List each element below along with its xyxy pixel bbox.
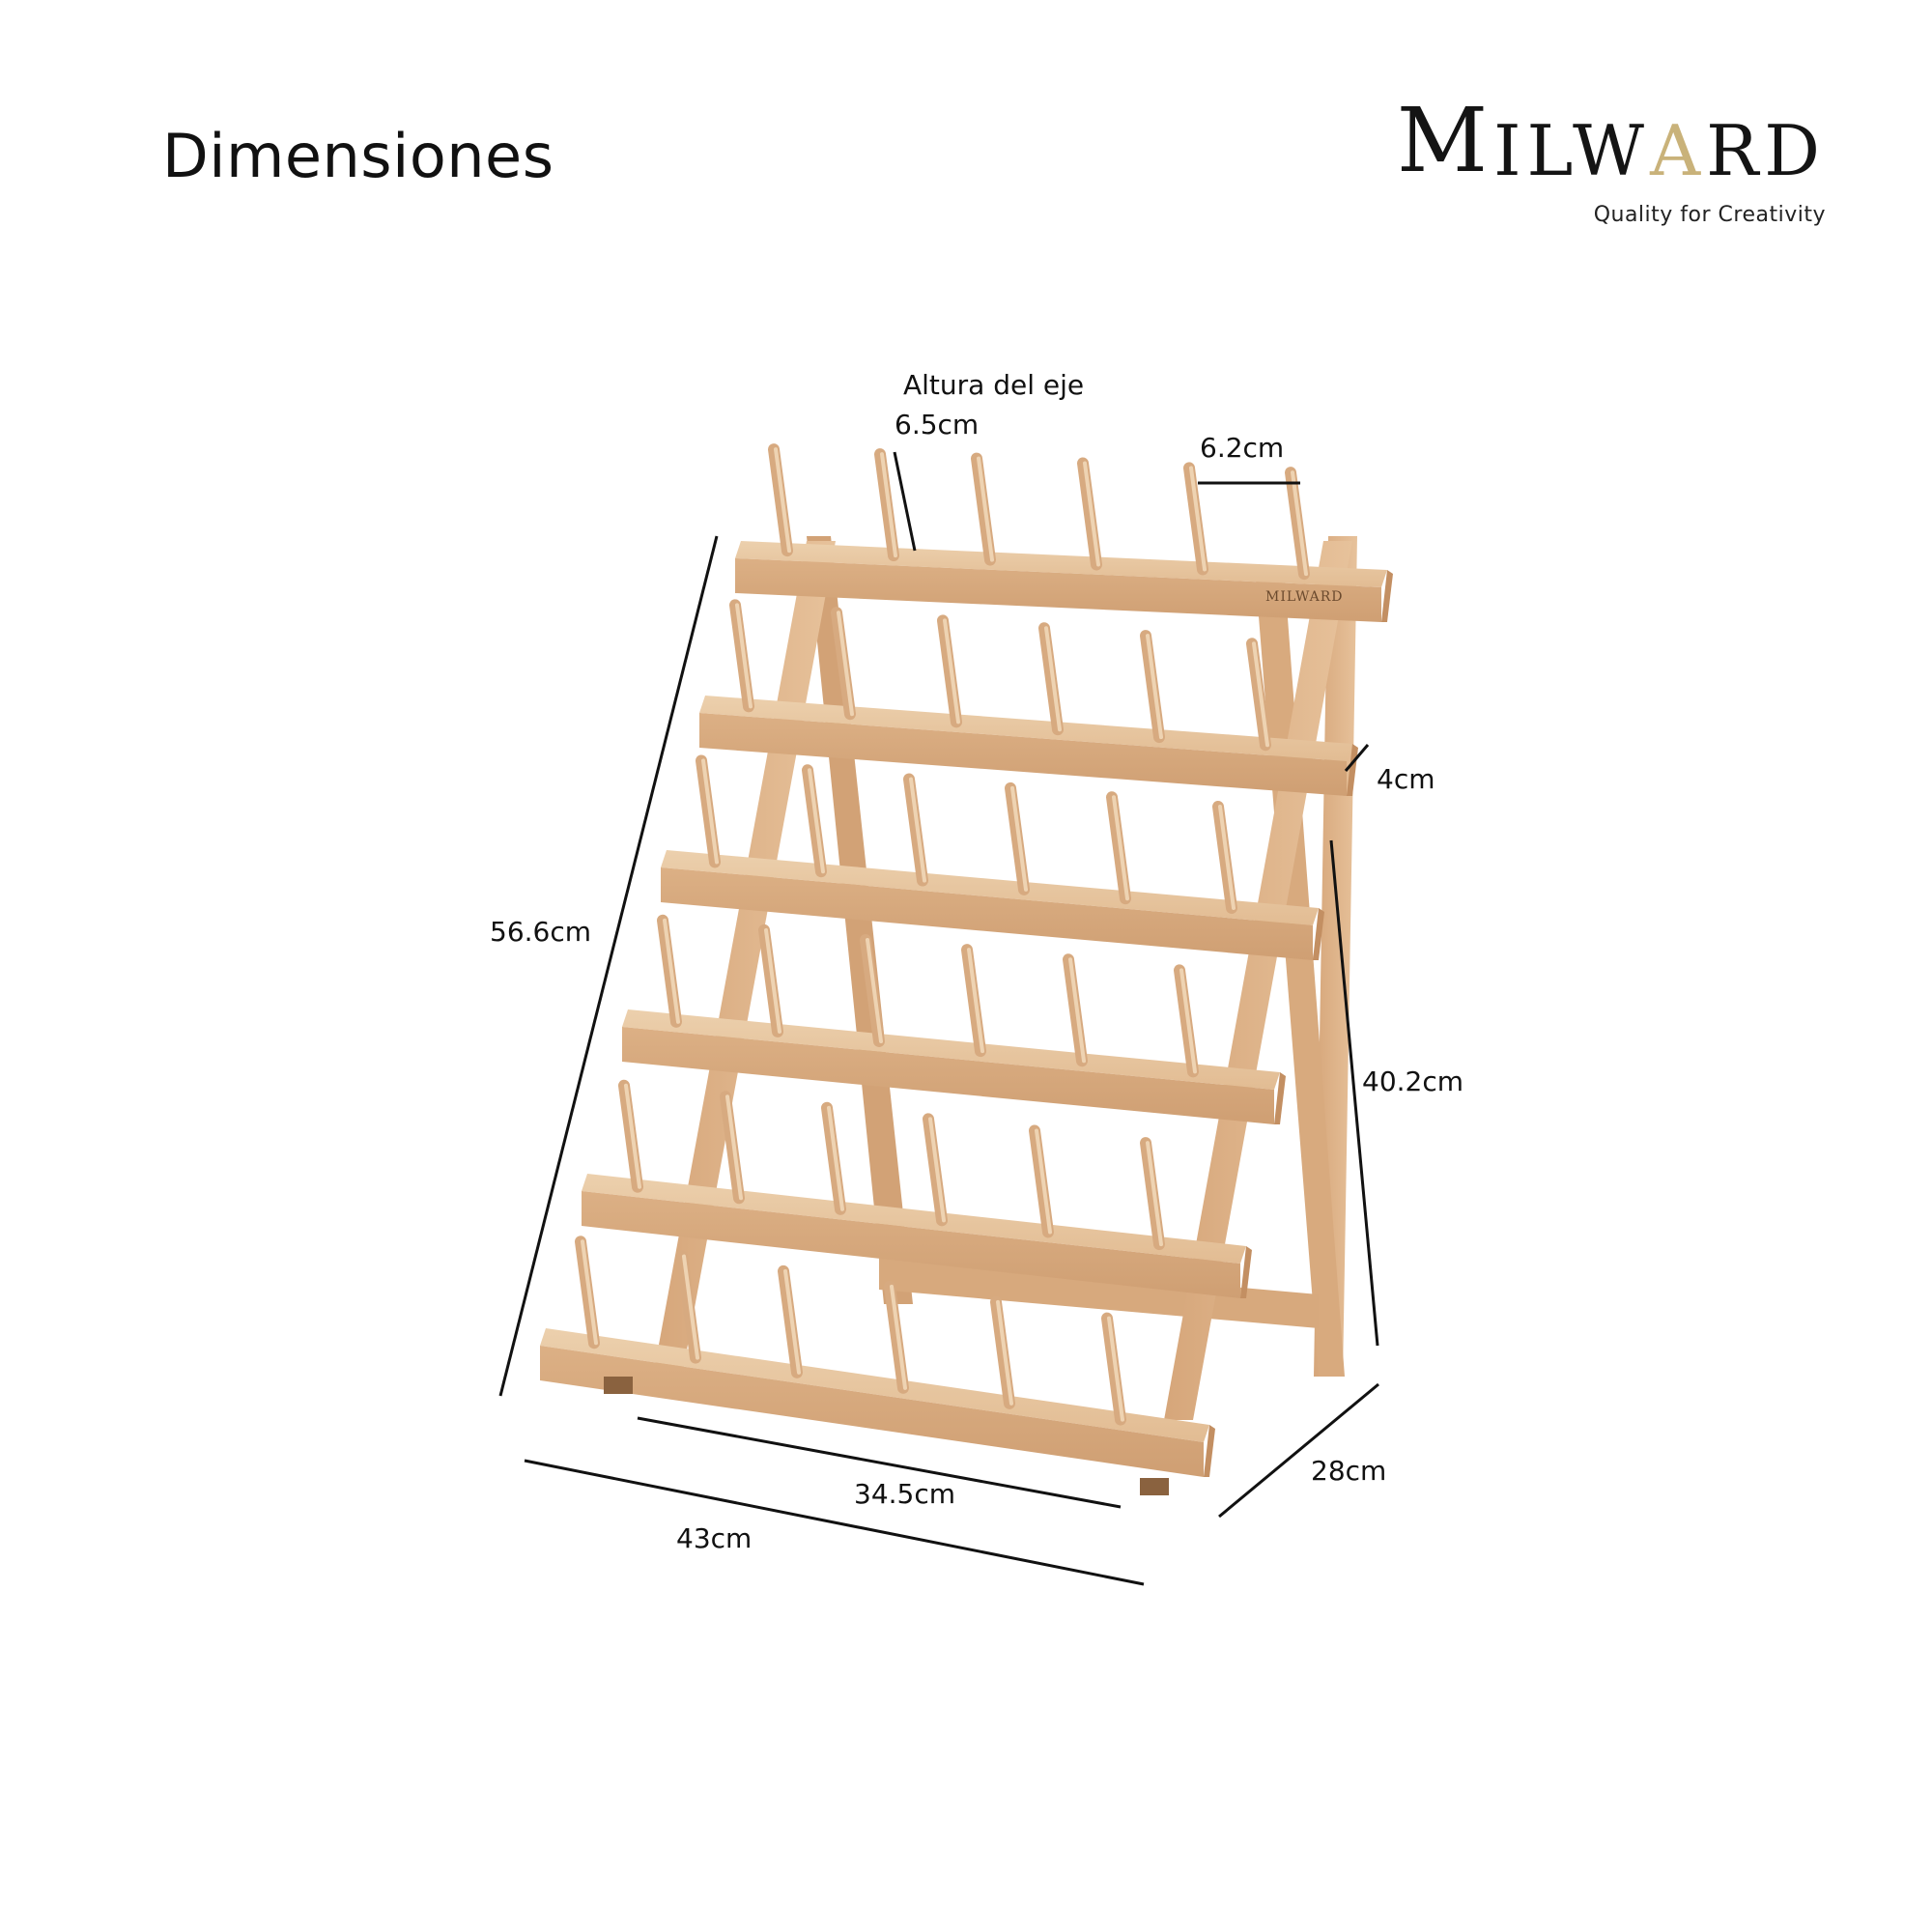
spool-peg-highlight [581,1239,598,1346]
foot-block [1140,1478,1169,1495]
spool-peg-highlight [943,618,960,724]
spool-peg-highlight [909,777,926,883]
depth-value: 28cm [1311,1455,1387,1487]
spool-peg-highlight [663,918,680,1024]
axis-height-line [893,451,917,552]
shelf-front [699,713,1347,796]
shelf-top [582,1174,1246,1264]
shelf-end [1274,1072,1286,1124]
spool-peg-highlight [1291,470,1308,577]
spool-peg-highlight [624,1083,641,1189]
spool-peg-highlight [837,611,854,717]
spool-peg-highlight [1146,634,1163,740]
shelf-end [1313,908,1324,960]
total-height-value: 56.6cm [490,916,592,948]
shelf-front [582,1191,1240,1298]
shelf-front [540,1346,1204,1477]
spool-peg-highlight [880,452,897,558]
spindle-gap-value: 6.2cm [1200,432,1285,464]
brand-tagline: Quality for Creativity [1593,203,1826,227]
spool-peg-highlight [827,1105,844,1211]
shelf-front [622,1027,1274,1124]
spool-peg-highlight [808,768,825,874]
total-width-value: 43cm [676,1522,753,1554]
spool-peg-highlight [735,603,753,709]
spool-peg-highlight [928,1117,946,1223]
spool-peg-highlight [682,1254,699,1360]
page-title: Dimensiones [162,121,554,191]
spool-peg-highlight [890,1284,907,1390]
shelf-depth-value: 4cm [1377,763,1435,795]
inner-width-line [637,1416,1122,1509]
spool-peg-highlight [783,1268,801,1375]
shelf-end [1347,744,1358,796]
shelves [540,541,1393,1495]
axis-height-label: Altura del eje [903,369,1085,401]
total-height-line [498,535,719,1397]
spool-peg-highlight [1112,795,1129,901]
shelf-end [1240,1246,1252,1298]
spool-peg-highlight [1044,626,1062,732]
spool-peg-highlight [1218,805,1236,910]
back-height-value: 40.2cm [1362,1065,1464,1097]
shelf-top [699,696,1352,761]
spool-peg-highlight [1035,1128,1052,1235]
spool-peg-highlight [1252,641,1269,748]
pegs [575,443,1310,1426]
spool-peg-highlight [967,948,984,1054]
spool-peg-highlight [764,927,781,1034]
spool-peg-highlight [725,1094,743,1201]
product-brand-mark: MILWARD [1265,589,1344,605]
spool-peg-highlight [1146,1141,1163,1247]
dimension-lines [498,451,1379,1586]
shelf-end [1381,570,1393,622]
spool-peg-highlight [996,1299,1013,1406]
foot-block [604,1377,633,1394]
shelf-front [661,867,1313,960]
spool-peg-highlight [1107,1316,1124,1422]
depth-line [1218,1382,1379,1519]
spool-peg-highlight [1179,968,1197,1074]
spool-peg-highlight [1083,461,1100,567]
total-width-line [524,1459,1145,1586]
spool-peg-highlight [866,938,883,1044]
shelf-end [1204,1425,1215,1477]
axis-height-value: 6.5cm [895,409,980,440]
shelf-front [735,558,1381,622]
spool-peg-highlight [1010,785,1028,892]
shelf-top [540,1328,1209,1442]
spool-peg-highlight [774,447,791,554]
inner-width-value: 34.5cm [854,1478,956,1510]
spool-peg-highlight [701,758,719,865]
shelf-top [622,1009,1280,1090]
shelf-depth-line [1344,744,1370,772]
back-height-line [1329,839,1379,1347]
spool-peg-highlight [1189,466,1207,572]
spool-peg-highlight [1068,957,1086,1064]
spool-peg-highlight [977,456,994,562]
